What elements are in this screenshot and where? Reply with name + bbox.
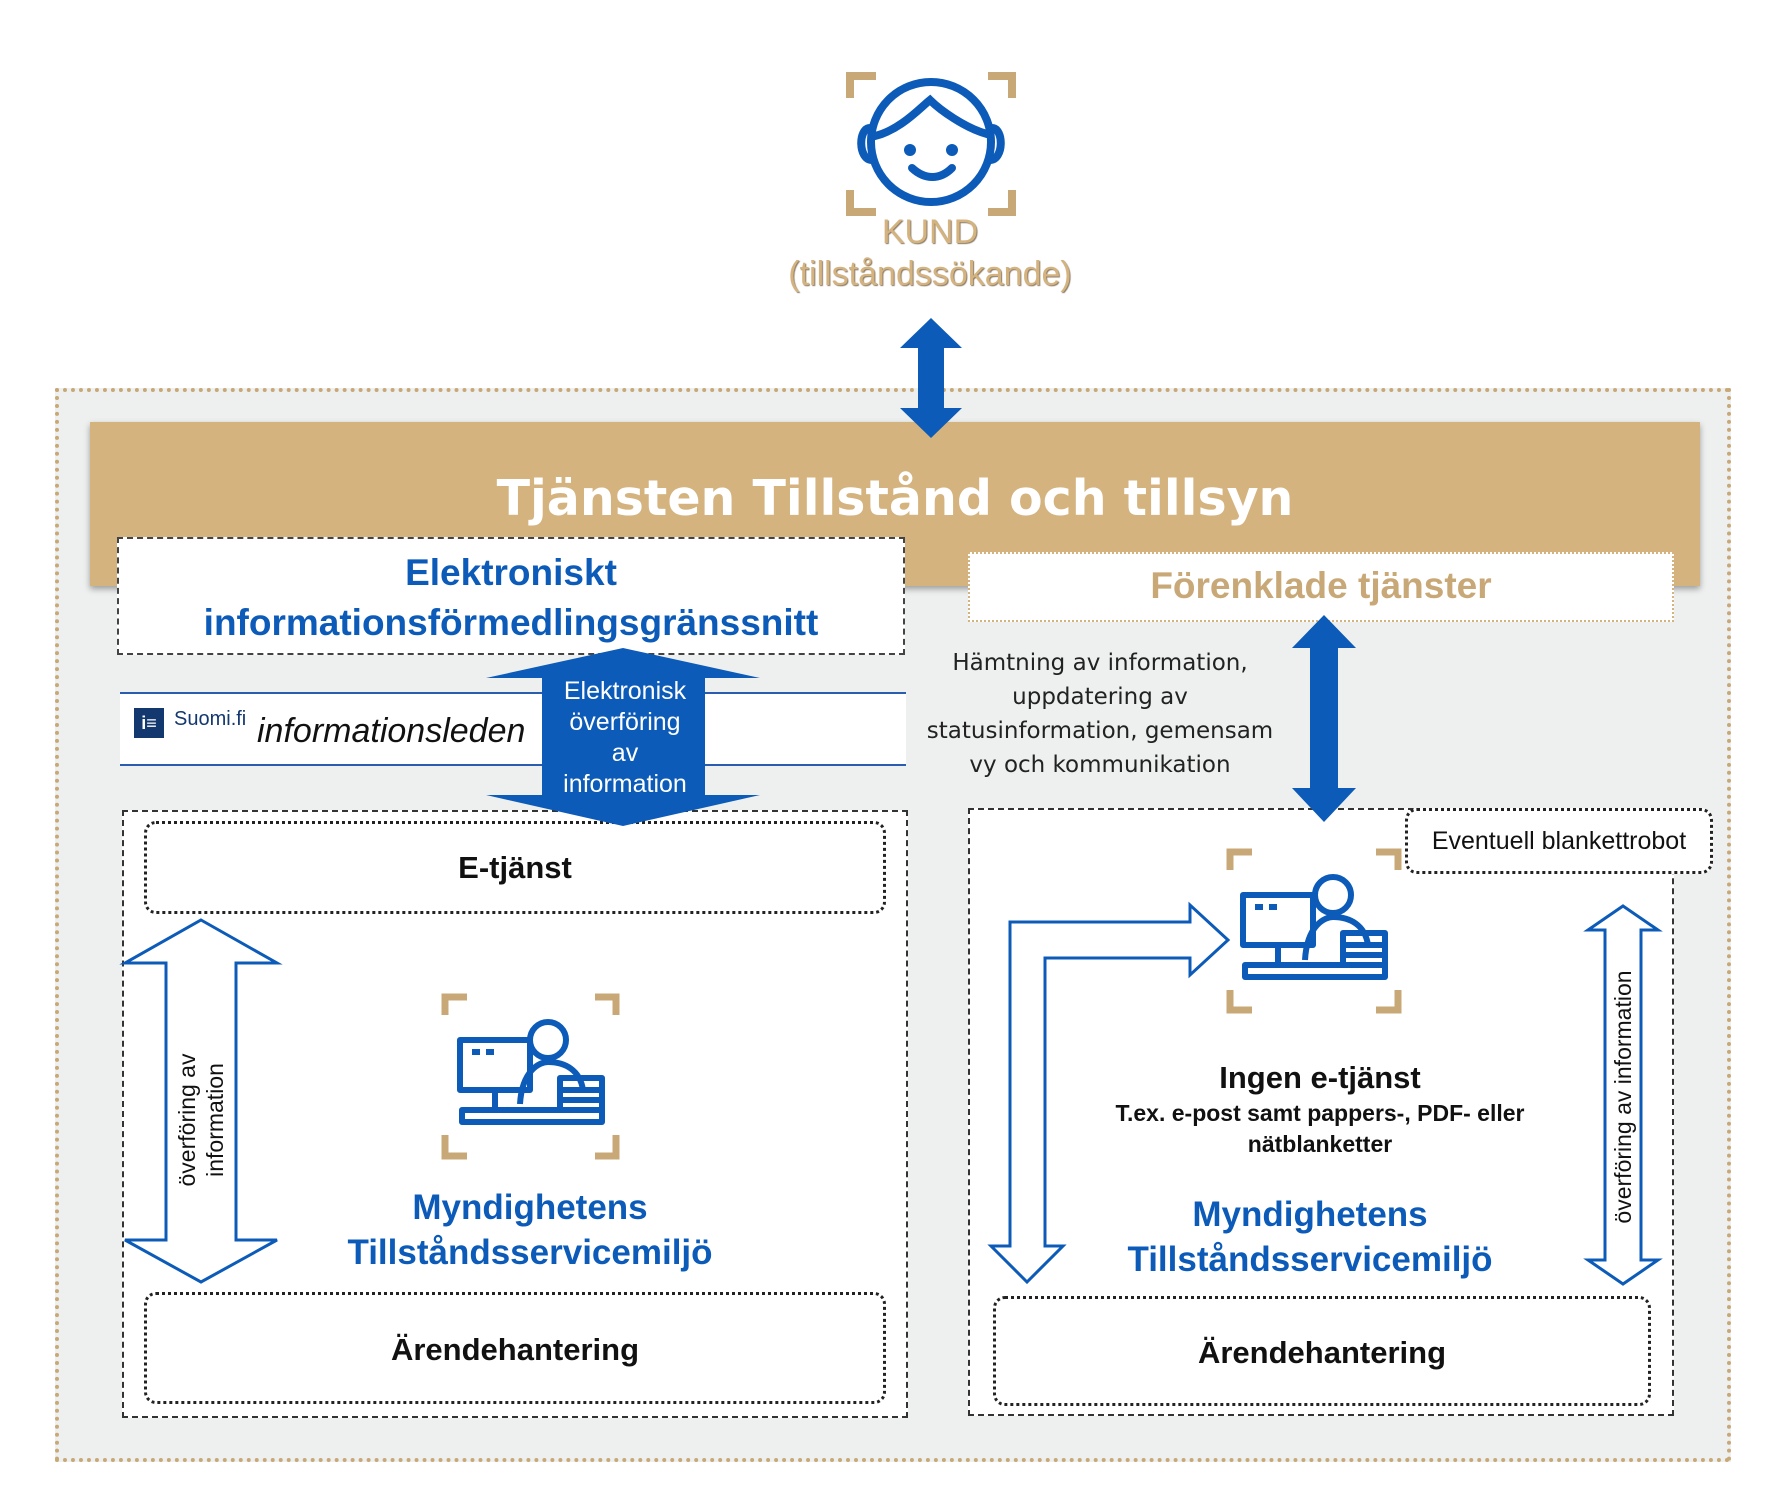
simplified-services-title: Förenklade tjänster <box>1150 565 1492 606</box>
informationsleden-label: informationsleden <box>257 712 526 750</box>
right-transfer-line: överföring av information <box>1610 970 1636 1224</box>
authority-env-line1-left: Myndighetens <box>412 1188 648 1227</box>
desc-line4: vy och kommunikation <box>969 752 1231 778</box>
desc-line2: uppdatering av <box>1012 684 1188 710</box>
transfer-line2: överföring <box>569 708 681 736</box>
interface-box <box>117 537 905 655</box>
case-handling-label-right: Ärendehantering <box>1197 1335 1447 1370</box>
right-transfer-label: överföring av information <box>1609 952 1637 1242</box>
left-transfer-label: överföring av information <box>173 1020 229 1220</box>
kund-banner-arrow <box>900 318 962 438</box>
form-robot-label: Eventuell blankettrobot <box>1431 827 1687 855</box>
desc-line3: statusinformation, gemensam <box>926 718 1274 744</box>
etjanst-label: E-tjänst <box>458 850 572 885</box>
no-eservice-subtitle: T.ex. e-post samt pappers-, PDF- eller n… <box>1070 1098 1570 1160</box>
service-title: Tjänsten Tillstånd och tillsyn <box>496 470 1294 527</box>
no-eservice-title: Ingen e-tjänst <box>1219 1060 1421 1095</box>
desk-worker-icon <box>1226 848 1402 1014</box>
person-face-icon <box>846 72 1016 216</box>
etjanst-box <box>144 821 886 914</box>
interface-title: Elektroniskt informationsförmedlingsgrän… <box>117 548 905 648</box>
right-transfer-arrow <box>1583 904 1663 1286</box>
desc-line1: Hämtning av information, <box>952 650 1248 676</box>
no-eservice-sub1: T.ex. e-post samt pappers-, PDF- eller <box>1115 1100 1525 1126</box>
transfer-line4: information <box>563 770 687 798</box>
interface-title-line1: Elektroniskt <box>405 552 617 593</box>
suomi-logo-text: Suomi.fi <box>174 708 247 730</box>
suomi-band <box>120 692 906 766</box>
no-eservice-sub2: nätblanketter <box>1247 1131 1393 1157</box>
suomi-logo-icon: i≡ <box>134 708 164 738</box>
authority-env-line2-left: Tillståndsservicemiljö <box>347 1233 713 1272</box>
electronic-transfer-label: Elektronisk överföring av information <box>540 676 710 800</box>
transfer-line3: av <box>611 739 639 767</box>
left-transfer-arrow <box>119 918 283 1284</box>
authority-env-title-left: Myndighetens Tillståndsservicemiljö <box>300 1185 760 1275</box>
case-handling-box-right <box>993 1296 1651 1406</box>
simplified-arrow <box>1292 615 1356 822</box>
authority-env-line2-right: Tillståndsservicemiljö <box>1127 1240 1493 1279</box>
electronic-transfer-arrow <box>486 648 760 826</box>
kund-label: KUND <box>881 213 979 251</box>
interface-title-line2: informationsförmedlingsgränssnitt <box>203 602 819 643</box>
bent-flow-arrow <box>987 901 1231 1285</box>
form-robot-box <box>1405 808 1713 874</box>
simplified-services-description: Hämtning av information, uppdatering av … <box>910 646 1290 782</box>
left-transfer-line1: överföring av <box>174 1053 200 1187</box>
desk-worker-icon <box>441 993 620 1160</box>
transfer-line1: Elektronisk <box>563 677 687 705</box>
kund-sublabel: (tillståndssökande) <box>788 255 1072 293</box>
left-transfer-line2: information <box>202 1063 228 1177</box>
case-handling-label-left: Ärendehantering <box>390 1332 640 1367</box>
case-handling-box-left <box>144 1292 886 1404</box>
authority-env-line1-right: Myndighetens <box>1192 1195 1428 1234</box>
authority-env-title-right: Myndighetens Tillståndsservicemiljö <box>1080 1192 1540 1282</box>
